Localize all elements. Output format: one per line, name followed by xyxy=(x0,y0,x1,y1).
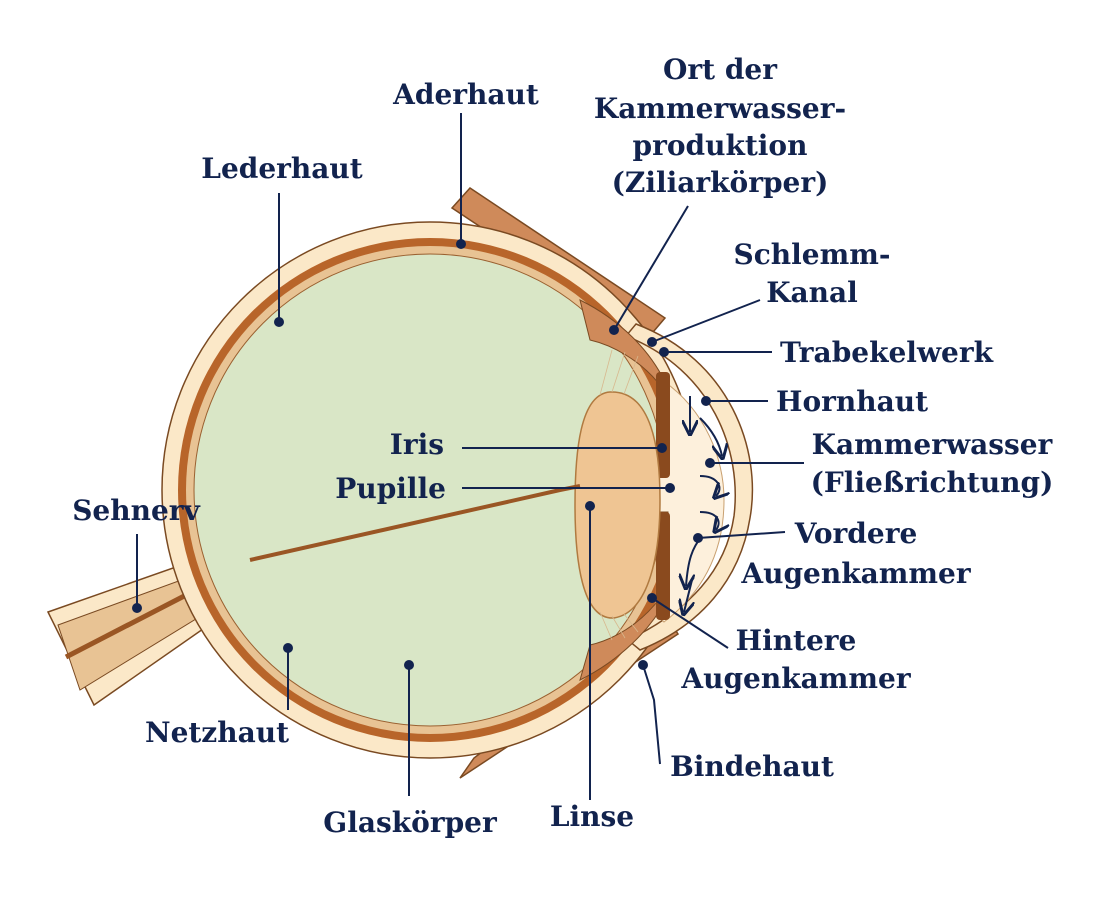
label-hintere-line2: Augenkammer xyxy=(680,662,911,695)
label-ziliar-line3: produktion xyxy=(633,129,808,162)
label-ziliar-line1: Ort der xyxy=(663,53,778,86)
label-sehnerv: Sehnerv xyxy=(72,494,200,527)
label-pupille: Pupille xyxy=(335,472,446,505)
label-schlemm-line2: Kanal xyxy=(766,276,858,309)
anterior-chamber xyxy=(655,379,725,623)
label-iris: Iris xyxy=(390,428,444,461)
label-kammerwasser-line1: Kammerwasser xyxy=(812,428,1054,461)
label-trabekelwerk: Trabekelwerk xyxy=(780,336,994,369)
label-hintere-line1: Hintere xyxy=(736,624,857,657)
label-ziliar-line2: Kammerwasser- xyxy=(594,92,846,125)
leader-dots xyxy=(132,239,715,670)
cornea xyxy=(624,323,754,651)
label-ziliar-line4: (Ziliarkörper) xyxy=(612,166,829,199)
label-glaskoerper: Glaskörper xyxy=(323,806,498,839)
label-schlemm-line1: Schlemm- xyxy=(734,238,891,271)
iris-lower xyxy=(656,512,670,620)
label-vordere-line1: Vordere xyxy=(794,517,918,550)
zonule-fibers xyxy=(599,349,639,641)
leader-lines xyxy=(136,113,804,800)
label-linse: Linse xyxy=(550,800,634,833)
label-bindehaut: Bindehaut xyxy=(670,750,834,783)
label-kammerwasser-line2: (Fließrichtung) xyxy=(811,466,1054,499)
label-vordere-line2: Augenkammer xyxy=(740,557,971,590)
label-aderhaut: Aderhaut xyxy=(392,78,539,111)
label-lederhaut: Lederhaut xyxy=(201,152,363,185)
label-netzhaut: Netzhaut xyxy=(145,716,289,749)
label-hornhaut: Hornhaut xyxy=(776,385,928,418)
